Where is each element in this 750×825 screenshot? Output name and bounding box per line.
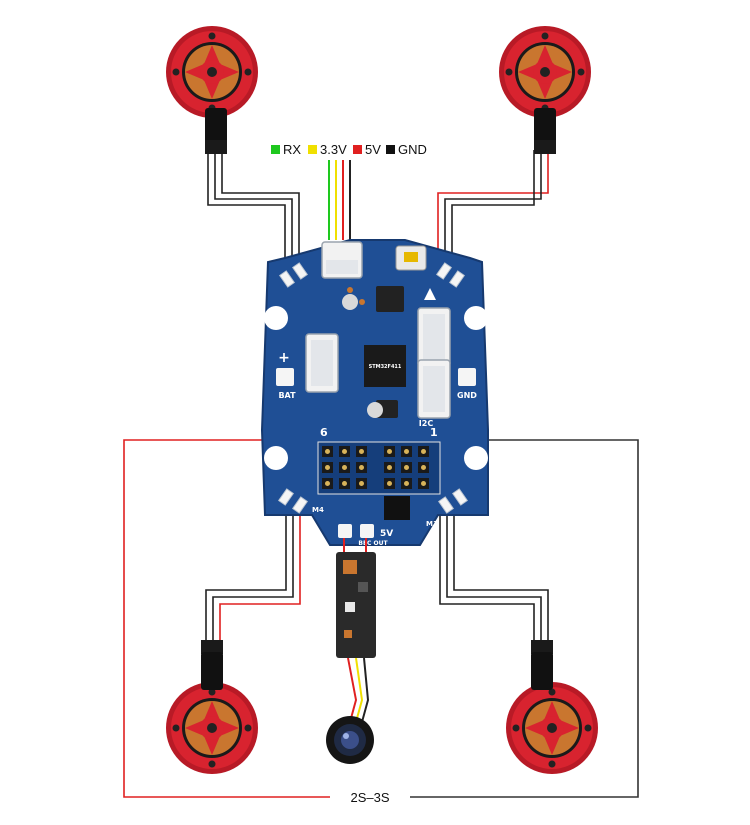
legend-label-gnd: GND — [398, 142, 427, 157]
motor-wires-top-right — [437, 150, 549, 268]
legend-swatch-3v3 — [308, 145, 317, 154]
legend-swatch-5v — [353, 145, 362, 154]
motor-top-left — [166, 26, 258, 154]
i2c-label: I2C — [419, 419, 434, 428]
legend-label-5v: 5V — [365, 142, 381, 157]
flight-controller-board: STM32F411 — [260, 239, 489, 547]
battery-voltage-label: 2S–3S — [350, 790, 389, 805]
motor-bottom-right — [506, 640, 598, 774]
battery-wires — [123, 439, 639, 798]
pin6-label: 6 — [320, 426, 328, 439]
vtx-board — [336, 552, 376, 658]
bat-label: BAT — [278, 391, 296, 400]
gnd-label: GND — [457, 391, 477, 400]
bec-out-label: BEC OUT — [358, 540, 388, 547]
legend-swatch-rx — [271, 145, 280, 154]
motor-top-right — [499, 26, 591, 154]
motor-bottom-left — [166, 640, 258, 774]
motor-wires-top-left — [207, 150, 300, 268]
legend-swatch-gnd — [386, 145, 395, 154]
motor-wires-bottom-left — [205, 505, 301, 640]
legend-label-3v3: 3.3V — [320, 142, 347, 157]
legend-label-rx: RX — [283, 142, 301, 157]
wire-legend: RX 3.3V 5V GND — [271, 142, 427, 157]
five-v-label: 5V — [380, 529, 393, 539]
plus-label: + — [278, 350, 290, 366]
m1-label: M1 — [426, 520, 438, 528]
motor-wires-bottom-right — [439, 505, 549, 640]
receiver-wires — [328, 160, 351, 240]
m4-label: M4 — [312, 506, 324, 514]
camera-wires — [343, 538, 370, 723]
fpv-camera — [326, 716, 374, 764]
mcu-chip-text: STM32F411 — [369, 364, 402, 370]
pin1-label: 1 — [430, 426, 438, 439]
